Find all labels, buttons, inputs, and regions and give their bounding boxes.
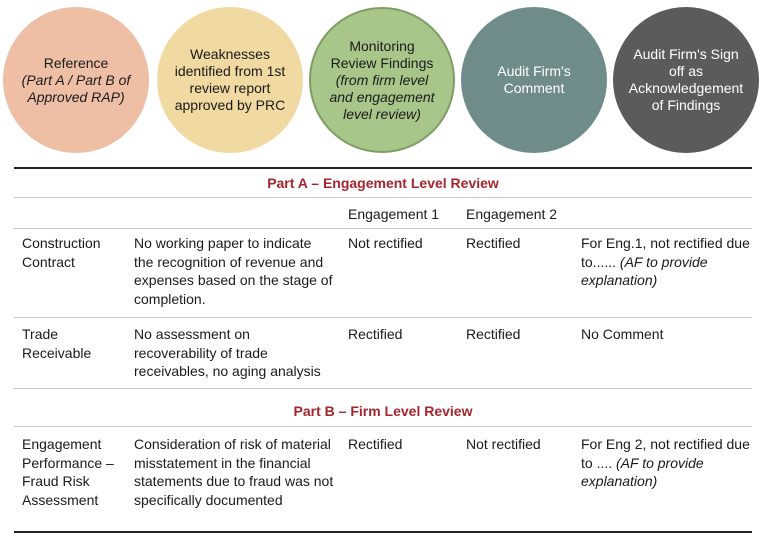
circle-signoff-title: Audit Firm's Sign off as Acknowledgement… (628, 46, 744, 113)
row-weakness: Consideration of risk of material missta… (134, 436, 334, 508)
circle-weaknesses: Weaknesses identified from 1st review re… (157, 7, 303, 153)
row-engagement-2-status: Rectified (466, 235, 521, 251)
table-top-rule (14, 167, 752, 169)
part-a-title: Part A – Engagement Level Review (267, 175, 499, 191)
divider (14, 228, 752, 229)
row-comment: For Eng 2, not rectified due to .... (AF… (581, 435, 751, 491)
header-circles: Reference (Part A / Part B of Approved R… (0, 0, 760, 160)
column-header-engagement-1: Engagement 1 (348, 206, 440, 222)
row-comment: For Eng.1, not rectified due to...... (A… (581, 234, 751, 290)
table-bottom-rule (14, 531, 752, 533)
row-engagement-1-status: Rectified (348, 436, 403, 452)
row-reference: Construction Contract (22, 235, 101, 270)
circle-reference-title: Reference (43, 54, 109, 71)
comment-italic-note: (AF to provide explanation) (581, 253, 708, 289)
row-reference: Trade Receivable (22, 326, 92, 361)
comment-italic-note: (AF to provide explanation) (581, 454, 704, 490)
row-reference: Engagement Performance – Fraud Risk Asse… (22, 436, 114, 508)
comment-text: For Eng 2, not rectified due to .... (581, 436, 750, 471)
divider (14, 317, 752, 318)
circle-reference: Reference (Part A / Part B of Approved R… (3, 7, 149, 153)
divider (14, 388, 752, 389)
circle-comment-title: Audit Firm's Comment (497, 63, 571, 96)
row-engagement-1-status: Not rectified (348, 235, 423, 251)
row-engagement-1-status: Rectified (348, 326, 403, 342)
circle-monitoring-subtitle: (from firm level and engagement level re… (329, 71, 435, 122)
row-weakness: No working paper to indicate the recogni… (134, 235, 333, 307)
circle-audit-firm-comment: Audit Firm's Comment (461, 7, 607, 153)
circle-audit-firm-signoff: Audit Firm's Sign off as Acknowledgement… (613, 7, 759, 153)
circle-weaknesses-title: Weaknesses identified from 1st review re… (174, 46, 286, 113)
row-comment: No Comment (581, 326, 664, 342)
column-header-engagement-2: Engagement 2 (466, 206, 558, 222)
divider (14, 197, 752, 198)
circle-monitoring-findings: Monitoring Review Findings (from firm le… (309, 7, 455, 153)
circle-reference-subtitle: (Part A / Part B of Approved RAP) (21, 71, 131, 105)
part-b-title: Part B – Firm Level Review (293, 403, 473, 419)
row-engagement-2-status: Not rectified (466, 436, 541, 452)
circle-monitoring-title: Monitoring Review Findings (330, 37, 434, 71)
row-weakness: No assessment on recoverability of trade… (134, 326, 321, 379)
divider (14, 426, 752, 427)
row-engagement-2-status: Rectified (466, 326, 521, 342)
comment-text: For Eng.1, not rectified due to...... (581, 235, 750, 270)
